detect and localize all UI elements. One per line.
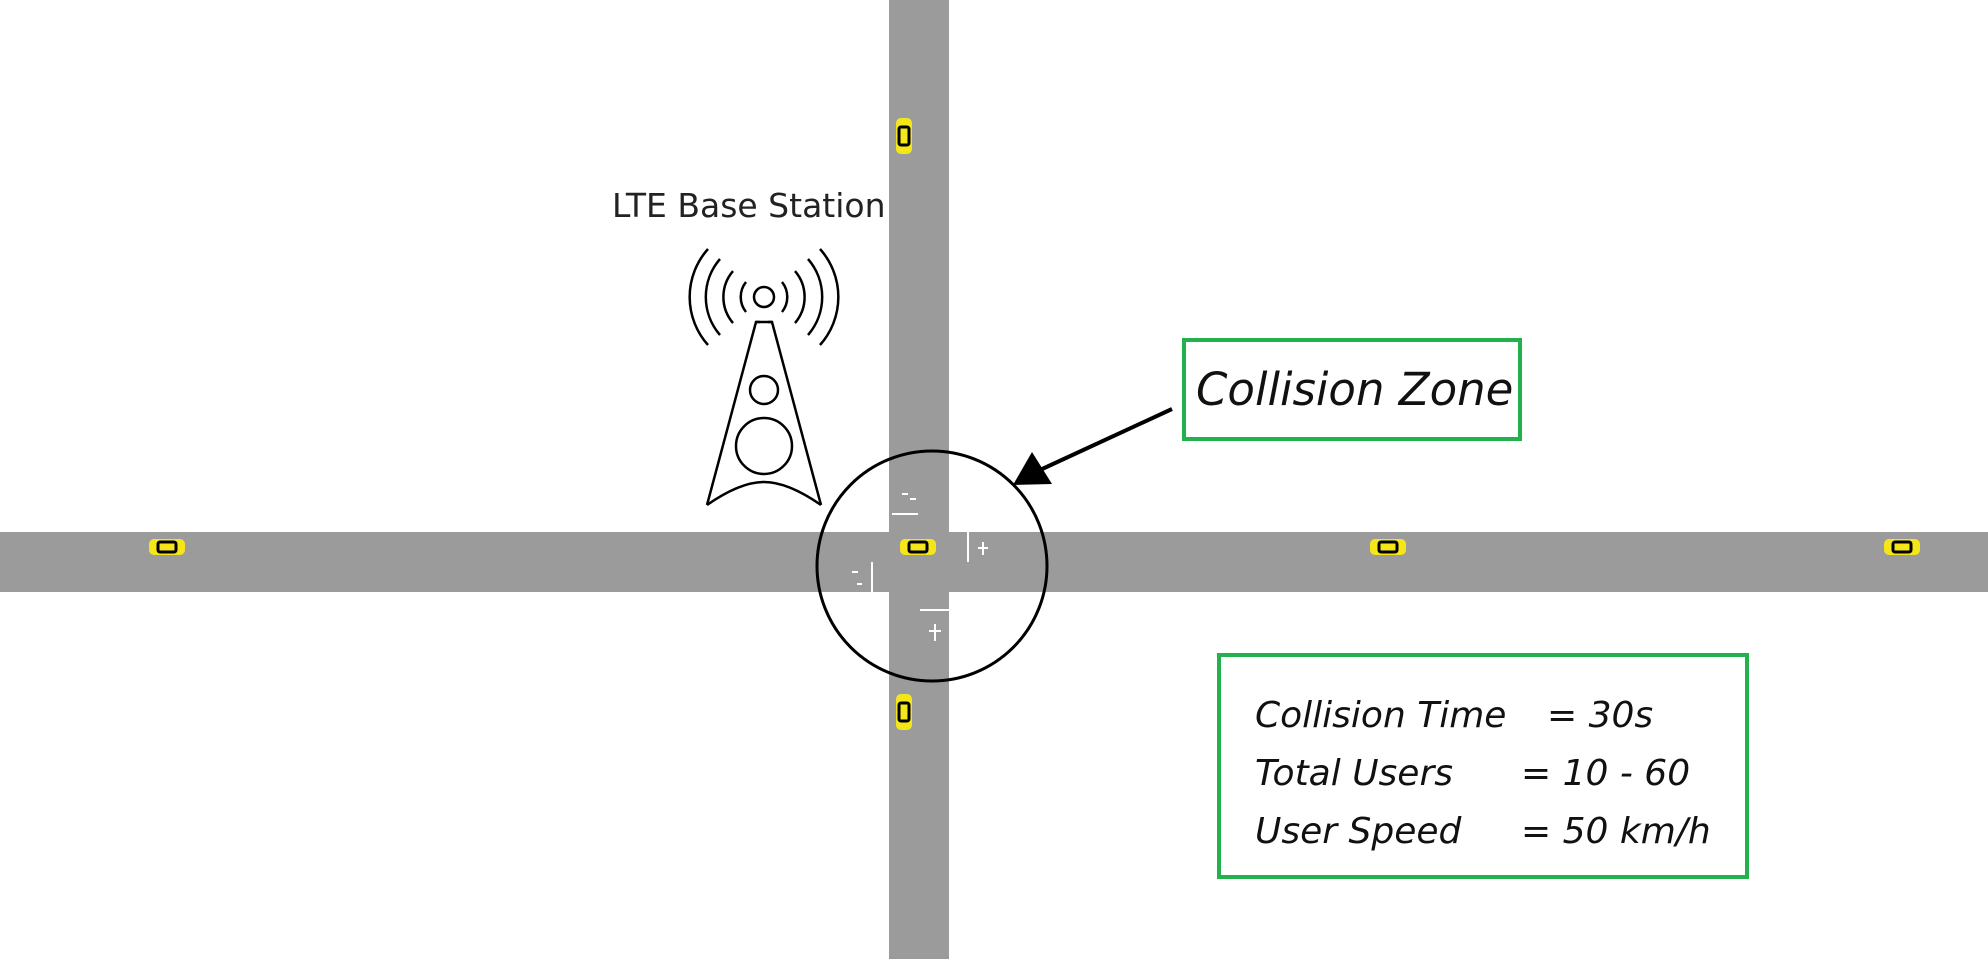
collision-zone-arrow bbox=[1039, 407, 1173, 472]
car-icon bbox=[1370, 539, 1406, 555]
collision-zone-circle bbox=[815, 449, 1049, 683]
vertical-road bbox=[889, 0, 949, 959]
intersection-junction bbox=[872, 515, 966, 609]
collision-time-label: Collision Time bbox=[1255, 695, 1507, 736]
arrow-head-icon bbox=[1013, 452, 1052, 485]
car-icon bbox=[896, 694, 912, 730]
vehicles bbox=[149, 118, 1920, 730]
collision-zone-label: Collision Zone bbox=[1196, 363, 1514, 416]
user-speed-label: User Speed bbox=[1255, 811, 1462, 852]
user-speed-value: = 50 km/h bbox=[1521, 811, 1711, 852]
total-users-value: = 10 - 60 bbox=[1521, 753, 1691, 794]
car-icon bbox=[900, 539, 936, 555]
total-users-label: Total Users bbox=[1255, 753, 1453, 794]
collision-zone-label-box: Collision Zone bbox=[1182, 338, 1522, 441]
car-icon bbox=[1884, 539, 1920, 555]
car-icon bbox=[149, 539, 185, 555]
base-station-label: LTE Base Station bbox=[612, 186, 886, 225]
collision-time-value: = 30s bbox=[1547, 695, 1654, 736]
lane-markings bbox=[852, 493, 988, 641]
horizontal-road bbox=[0, 532, 1988, 592]
car-icon bbox=[896, 118, 912, 154]
antenna-tower-icon bbox=[688, 248, 840, 507]
parameters-box: Collision Time = 30s Total Users = 10 - … bbox=[1217, 653, 1749, 879]
